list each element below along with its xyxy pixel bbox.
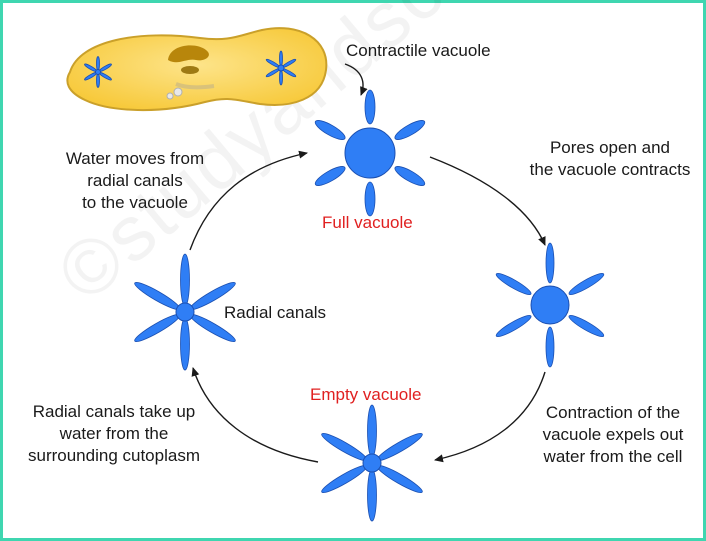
arrow-radial-to-full (189, 150, 308, 251)
cell-vacuole-left (84, 56, 112, 88)
full-vacuole-canal-6 (314, 120, 346, 140)
label-take-up-line2: water from the (59, 424, 169, 443)
full-vacuole-canal-5 (314, 166, 346, 186)
label-pores-line1: Pores open and (549, 138, 671, 157)
label-water-moves: Water moves from radial canals to the va… (40, 148, 230, 214)
food-vacuole-small (166, 92, 174, 100)
contracting-vacuole-canal-1 (545, 242, 555, 284)
label-take-up-line1: Radial canals take up (32, 402, 196, 421)
empty-vacuole-canal-2 (376, 433, 423, 461)
label-empty-vacuole: Empty vacuole (310, 385, 422, 404)
radial-canals-vacuole-canal-5 (134, 314, 181, 342)
food-vacuole (173, 87, 183, 97)
contracting-vacuole-canal-2 (568, 273, 605, 295)
full-vacuole-canal-3 (394, 166, 426, 186)
full-vacuole-canal-2 (394, 120, 426, 140)
contracting-vacuole (495, 242, 605, 368)
full-vacuole (314, 89, 426, 217)
radial-canals-vacuole-canal-6 (134, 282, 181, 310)
label-contraction: Contraction of the vacuole expels out wa… (522, 402, 704, 468)
radial-canals-vacuole-body (175, 302, 195, 322)
label-contraction-line2: vacuole expels out (542, 425, 684, 444)
contracting-vacuole-body (530, 285, 570, 325)
contracting-vacuole-canal-3 (568, 315, 605, 337)
cell-vacuole-right-body (277, 64, 285, 72)
arrow-empty-to-radial (191, 367, 319, 463)
radial-canals-vacuole-canal-1 (180, 253, 190, 307)
vacuole-stages (134, 89, 605, 522)
empty-vacuole-canal-1 (367, 404, 377, 458)
cell-vacuole-left-canal-4 (96, 73, 100, 88)
empty-vacuole-canal-4 (367, 468, 377, 522)
oral-groove (175, 82, 215, 90)
radial-canals-vacuole-canal-4 (180, 317, 190, 371)
cell-vacuole-left-canal-1 (96, 56, 100, 71)
label-water-moves-line2: radial canals (87, 171, 183, 190)
empty-vacuole-canal-6 (321, 433, 368, 461)
radial-canals-vacuole (134, 253, 236, 371)
cell-vacuoles (84, 50, 297, 88)
contracting-vacuole-canal-5 (495, 315, 532, 337)
label-radial-canals: Radial canals (224, 303, 327, 322)
cell-vacuole-left-body (95, 69, 101, 75)
cell-vacuole-right (265, 50, 297, 86)
label-pores-open: Pores open and the vacuole contracts (515, 137, 705, 181)
label-water-moves-line3: to the vacuole (82, 193, 188, 212)
empty-vacuole (321, 404, 423, 522)
label-contraction-line1: Contraction of the (545, 403, 681, 422)
micronucleus (181, 66, 199, 74)
label-contraction-line3: water from the cell (543, 447, 683, 466)
full-vacuole-canal-4 (364, 181, 376, 217)
label-full-vacuole: Full vacuole (322, 213, 413, 232)
label-radial-canals-take-up: Radial canals take up water from the sur… (4, 401, 224, 467)
arrow-full-to-contracting (429, 156, 546, 246)
full-vacuole-canal-1 (364, 89, 376, 125)
empty-vacuole-canal-3 (376, 465, 423, 493)
label-water-moves-line1: Water moves from (65, 149, 205, 168)
contracting-vacuole-canal-6 (495, 273, 532, 295)
label-contractile-vacuole: Contractile vacuole (346, 41, 491, 60)
label-take-up-line3: surrounding cutoplasm (28, 446, 200, 465)
nucleus (168, 45, 209, 63)
paramecium-cell (66, 27, 328, 111)
empty-vacuole-body (362, 453, 382, 473)
label-pores-line2: the vacuole contracts (529, 160, 691, 179)
arrow-to-full-vacuole (344, 63, 368, 96)
cell-vacuole-right-canal-1 (279, 50, 283, 67)
arrow-contracting-to-empty (434, 371, 546, 463)
full-vacuole-body (344, 127, 396, 179)
cell-vacuole-right-canal-4 (279, 69, 283, 86)
contracting-vacuole-canal-4 (545, 326, 555, 368)
empty-vacuole-canal-5 (321, 465, 368, 493)
